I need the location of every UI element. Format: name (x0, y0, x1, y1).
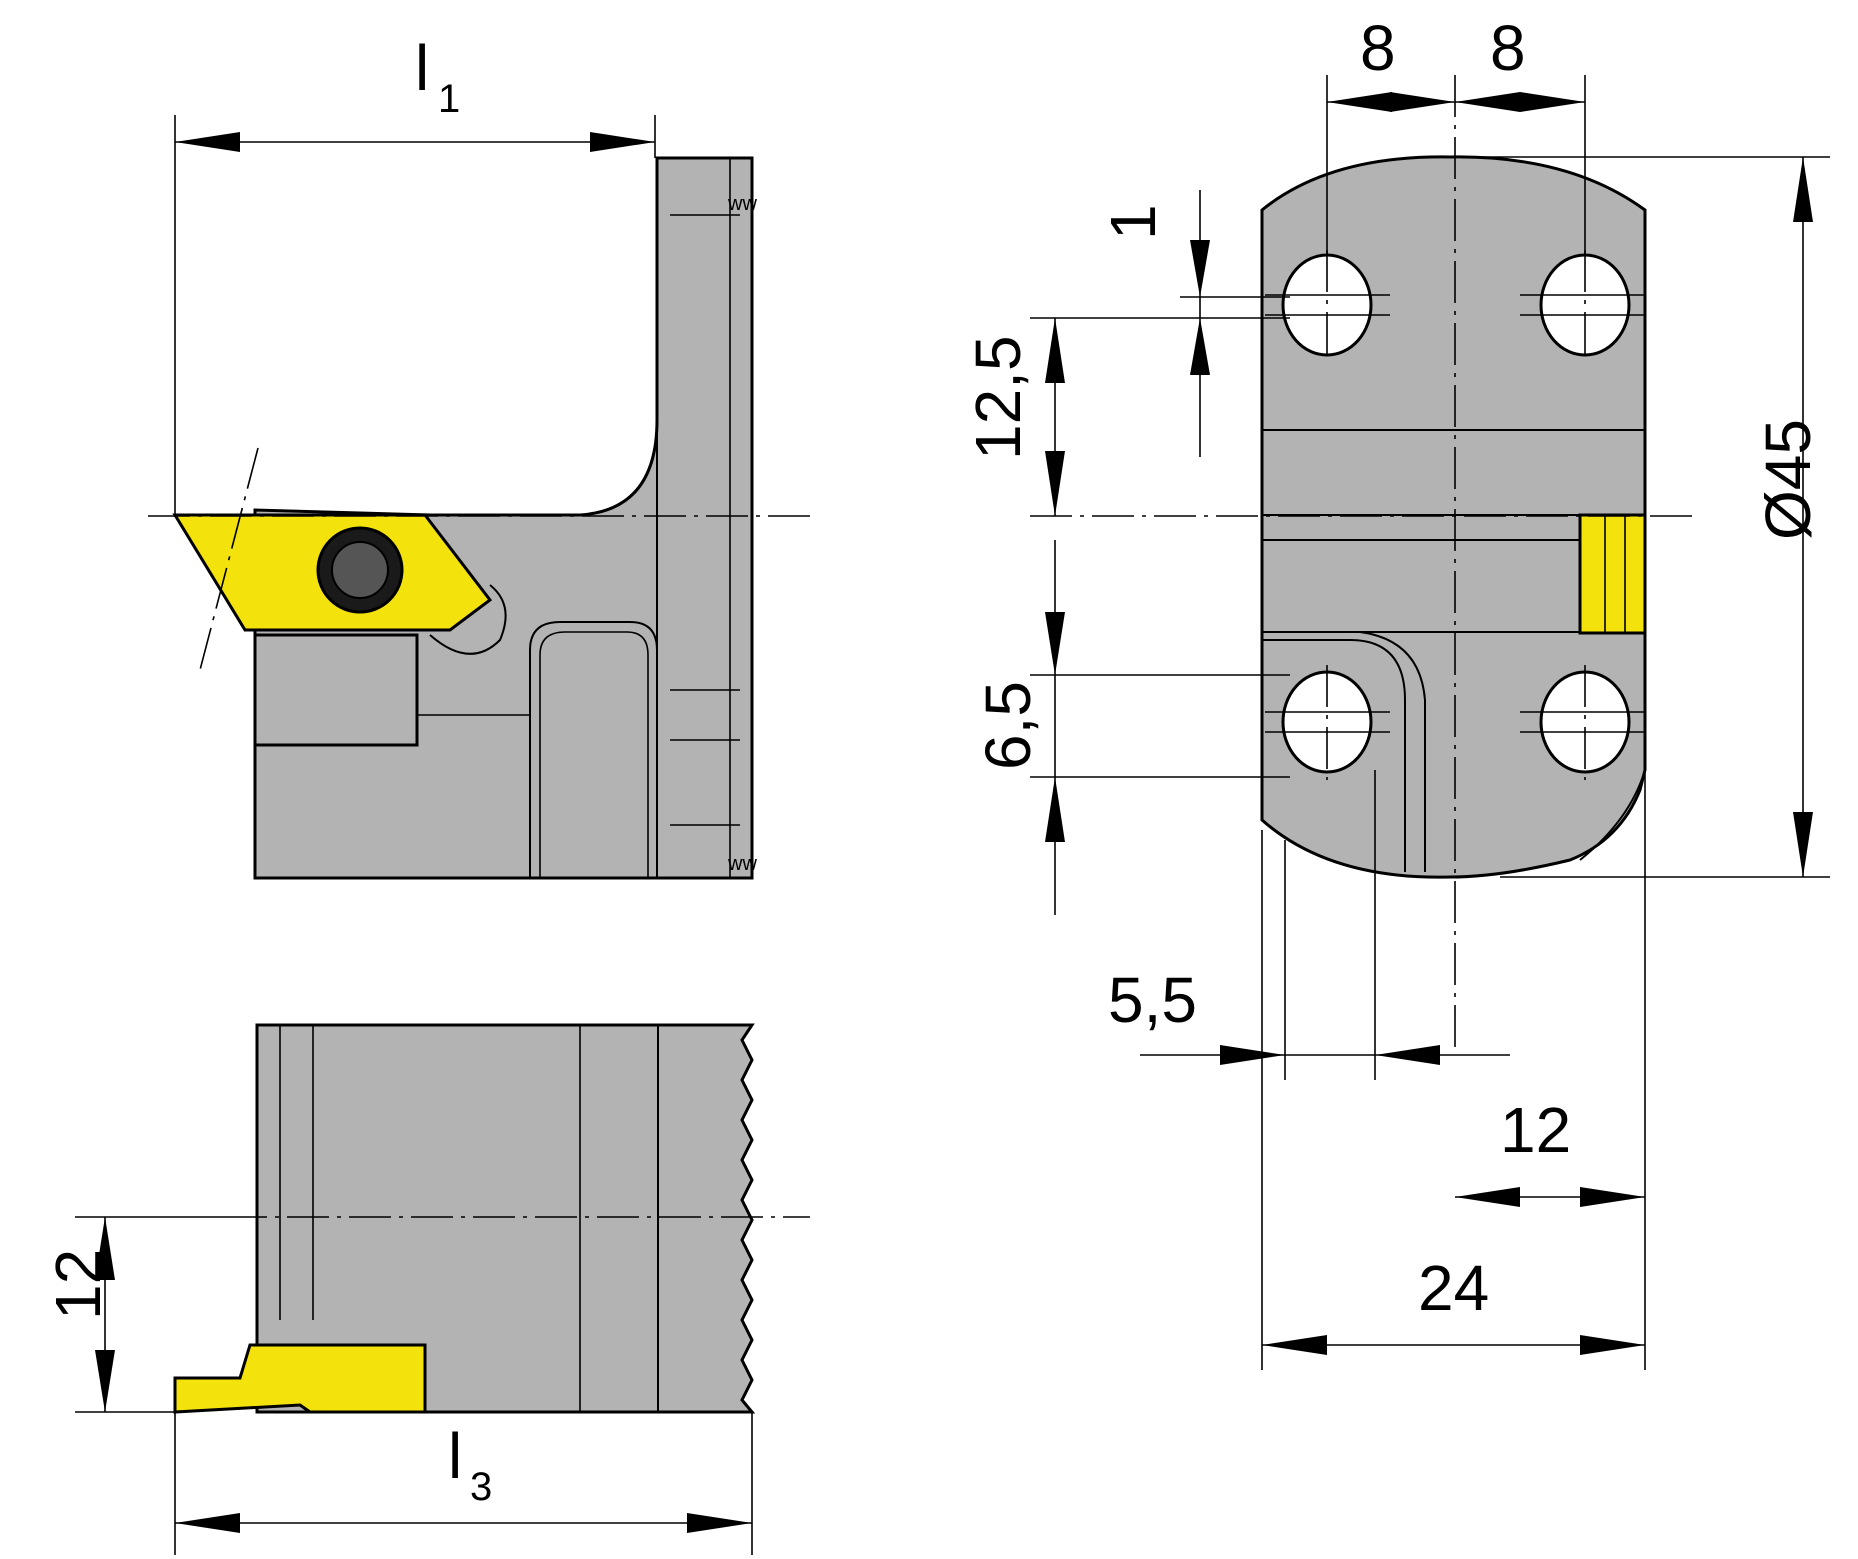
dim-l3-sub: 3 (470, 1465, 492, 1509)
insert-front[interactable] (173, 1343, 427, 1414)
clamp-block (253, 633, 419, 747)
dim-l3-label: l (448, 1420, 462, 1492)
dim-12-side: 12 (42, 1249, 114, 1320)
serration-mark-top: ww (727, 193, 757, 215)
dim-6-5: 6,5 (972, 681, 1044, 770)
insert-end[interactable] (1578, 513, 1647, 635)
end-view: 8 8 Ø45 1 12,5 6,5 5,5 (962, 12, 1830, 1370)
dim-12-bottom: 12 (1500, 1094, 1571, 1166)
dim-5-5: 5,5 (1108, 964, 1197, 1036)
dim-8-left: 8 (1360, 12, 1396, 84)
dim-l1-label: l (415, 32, 429, 104)
dim-1: 1 (1097, 204, 1169, 240)
dim-diameter-45: Ø45 (1752, 419, 1824, 540)
coolant-slot (529, 621, 658, 878)
dim-8-right: 8 (1490, 12, 1526, 84)
dim-12-5: 12,5 (962, 335, 1034, 460)
dim-l1-sub: 1 (438, 77, 460, 121)
side-view-bottom: 12 l 3 (42, 1023, 810, 1555)
holder-body-front (255, 1023, 756, 1414)
dim-24: 24 (1418, 1252, 1489, 1324)
side-view-top: ww ww l 1 (148, 32, 810, 880)
serration-mark-bottom: ww (727, 853, 757, 875)
